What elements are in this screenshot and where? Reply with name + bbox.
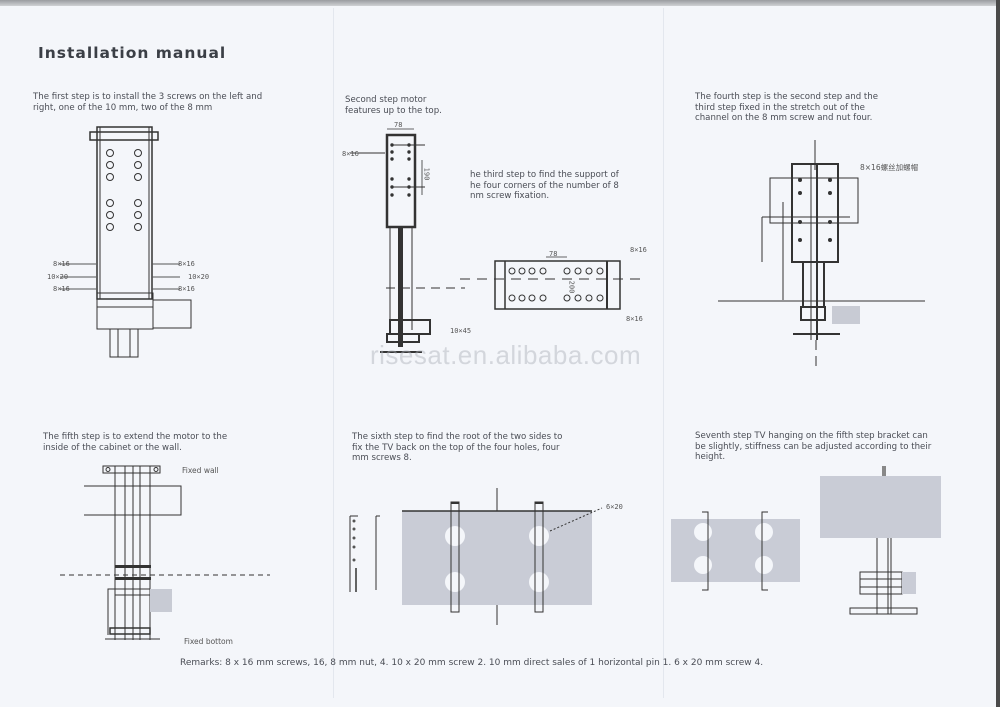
step-7-line-1: Seventh step TV hanging on the fifth ste…	[695, 431, 928, 441]
step-2-diagram	[350, 128, 465, 353]
step-1-right-label-2: 10×20	[188, 273, 210, 281]
step-3-bottom-label: 8×16	[626, 315, 643, 323]
step-6-diagram	[349, 488, 603, 625]
step-6-line-2: fix the TV back on the top of the four h…	[352, 442, 560, 453]
step-6-line-1: The sixth step to find the root of the t…	[352, 432, 563, 442]
step-1-diagram	[60, 126, 192, 358]
step-2-screw-label: 8×16	[342, 150, 359, 158]
step-6-screw-label: 6×20	[606, 503, 623, 511]
fold-line-2	[663, 8, 664, 698]
step-7-line-2: be slightly, stiffness can be adjusted a…	[695, 441, 932, 452]
step-1-left-label-1: 8×16	[53, 260, 70, 268]
step-1-line-1: The first step is to install the 3 screw…	[33, 92, 263, 102]
step-4-screw-label: 8×16螺丝加螺帽	[860, 163, 919, 172]
step-1-right-label-3: 8×16	[178, 285, 195, 293]
step-3-diagram	[460, 256, 640, 310]
step-2-text: Second step motor features up to the top…	[345, 95, 442, 116]
step-3-height-label: 200	[567, 280, 576, 294]
step-6-text: The sixth step to find the root of the t…	[352, 432, 562, 464]
step-1-right-label-1: 8×16	[178, 260, 195, 268]
scan-top-edge	[0, 0, 1000, 6]
step-3-top-label: 8×16	[630, 246, 647, 254]
step-3-text: he third step to find the support of he …	[470, 170, 619, 202]
fixed-wall-label: Fixed wall	[182, 466, 219, 475]
step-4-text: The fourth step is the second step and t…	[695, 92, 878, 124]
step-7-line-3: height.	[695, 452, 726, 463]
step-1-left-label-2: 10×20	[47, 273, 69, 281]
step-1-text: The first step is to install the 3 screw…	[33, 92, 262, 113]
step-4-line-2: third step fixed in the stretch out of t…	[695, 102, 865, 113]
step-2-height-label: 190	[422, 167, 431, 181]
step-7-text: Seventh step TV hanging on the fifth ste…	[695, 431, 931, 463]
step-6-line-3: mm screws 8.	[352, 453, 412, 464]
step-2-bolt-label: 10×45	[450, 327, 472, 335]
step-5-text: The fifth step is to extend the motor to…	[43, 432, 227, 453]
step-5-diagram	[60, 465, 270, 640]
step-7-diagram	[671, 466, 941, 615]
fold-line-1	[333, 8, 334, 698]
step-3-line-3: nm screw fixation.	[470, 191, 550, 202]
step-3-line-1: he third step to find the support of	[470, 170, 619, 180]
step-3-line-2: he four corners of the number of 8	[470, 180, 619, 191]
step-3-width-label: 78	[549, 250, 558, 258]
step-2-line-1: Second step motor	[345, 95, 427, 105]
step-1-line-2: right, one of the 10 mm, two of the 8 mm	[33, 102, 213, 113]
watermark: risesat.en.alibaba.com	[370, 340, 642, 370]
step-2-width-label: 78	[394, 121, 403, 129]
step-4-line-1: The fourth step is the second step and t…	[695, 92, 878, 102]
remarks-text: Remarks: 8 x 16 mm screws, 16, 8 mm nut,…	[180, 658, 764, 668]
step-1-left-label-3: 8×16	[53, 285, 70, 293]
step-4-line-3: channel on the 8 mm screw and nut four.	[695, 113, 873, 124]
step-5-line-2: inside of the cabinet or the wall.	[43, 442, 182, 453]
fixed-bottom-label: Fixed bottom	[184, 637, 233, 646]
step-4-diagram	[718, 140, 925, 372]
scan-right-edge	[996, 0, 1000, 707]
step-5-line-1: The fifth step is to extend the motor to…	[43, 432, 228, 442]
step-2-line-2: features up to the top.	[345, 105, 442, 116]
page-title: Installation manual	[38, 44, 227, 62]
